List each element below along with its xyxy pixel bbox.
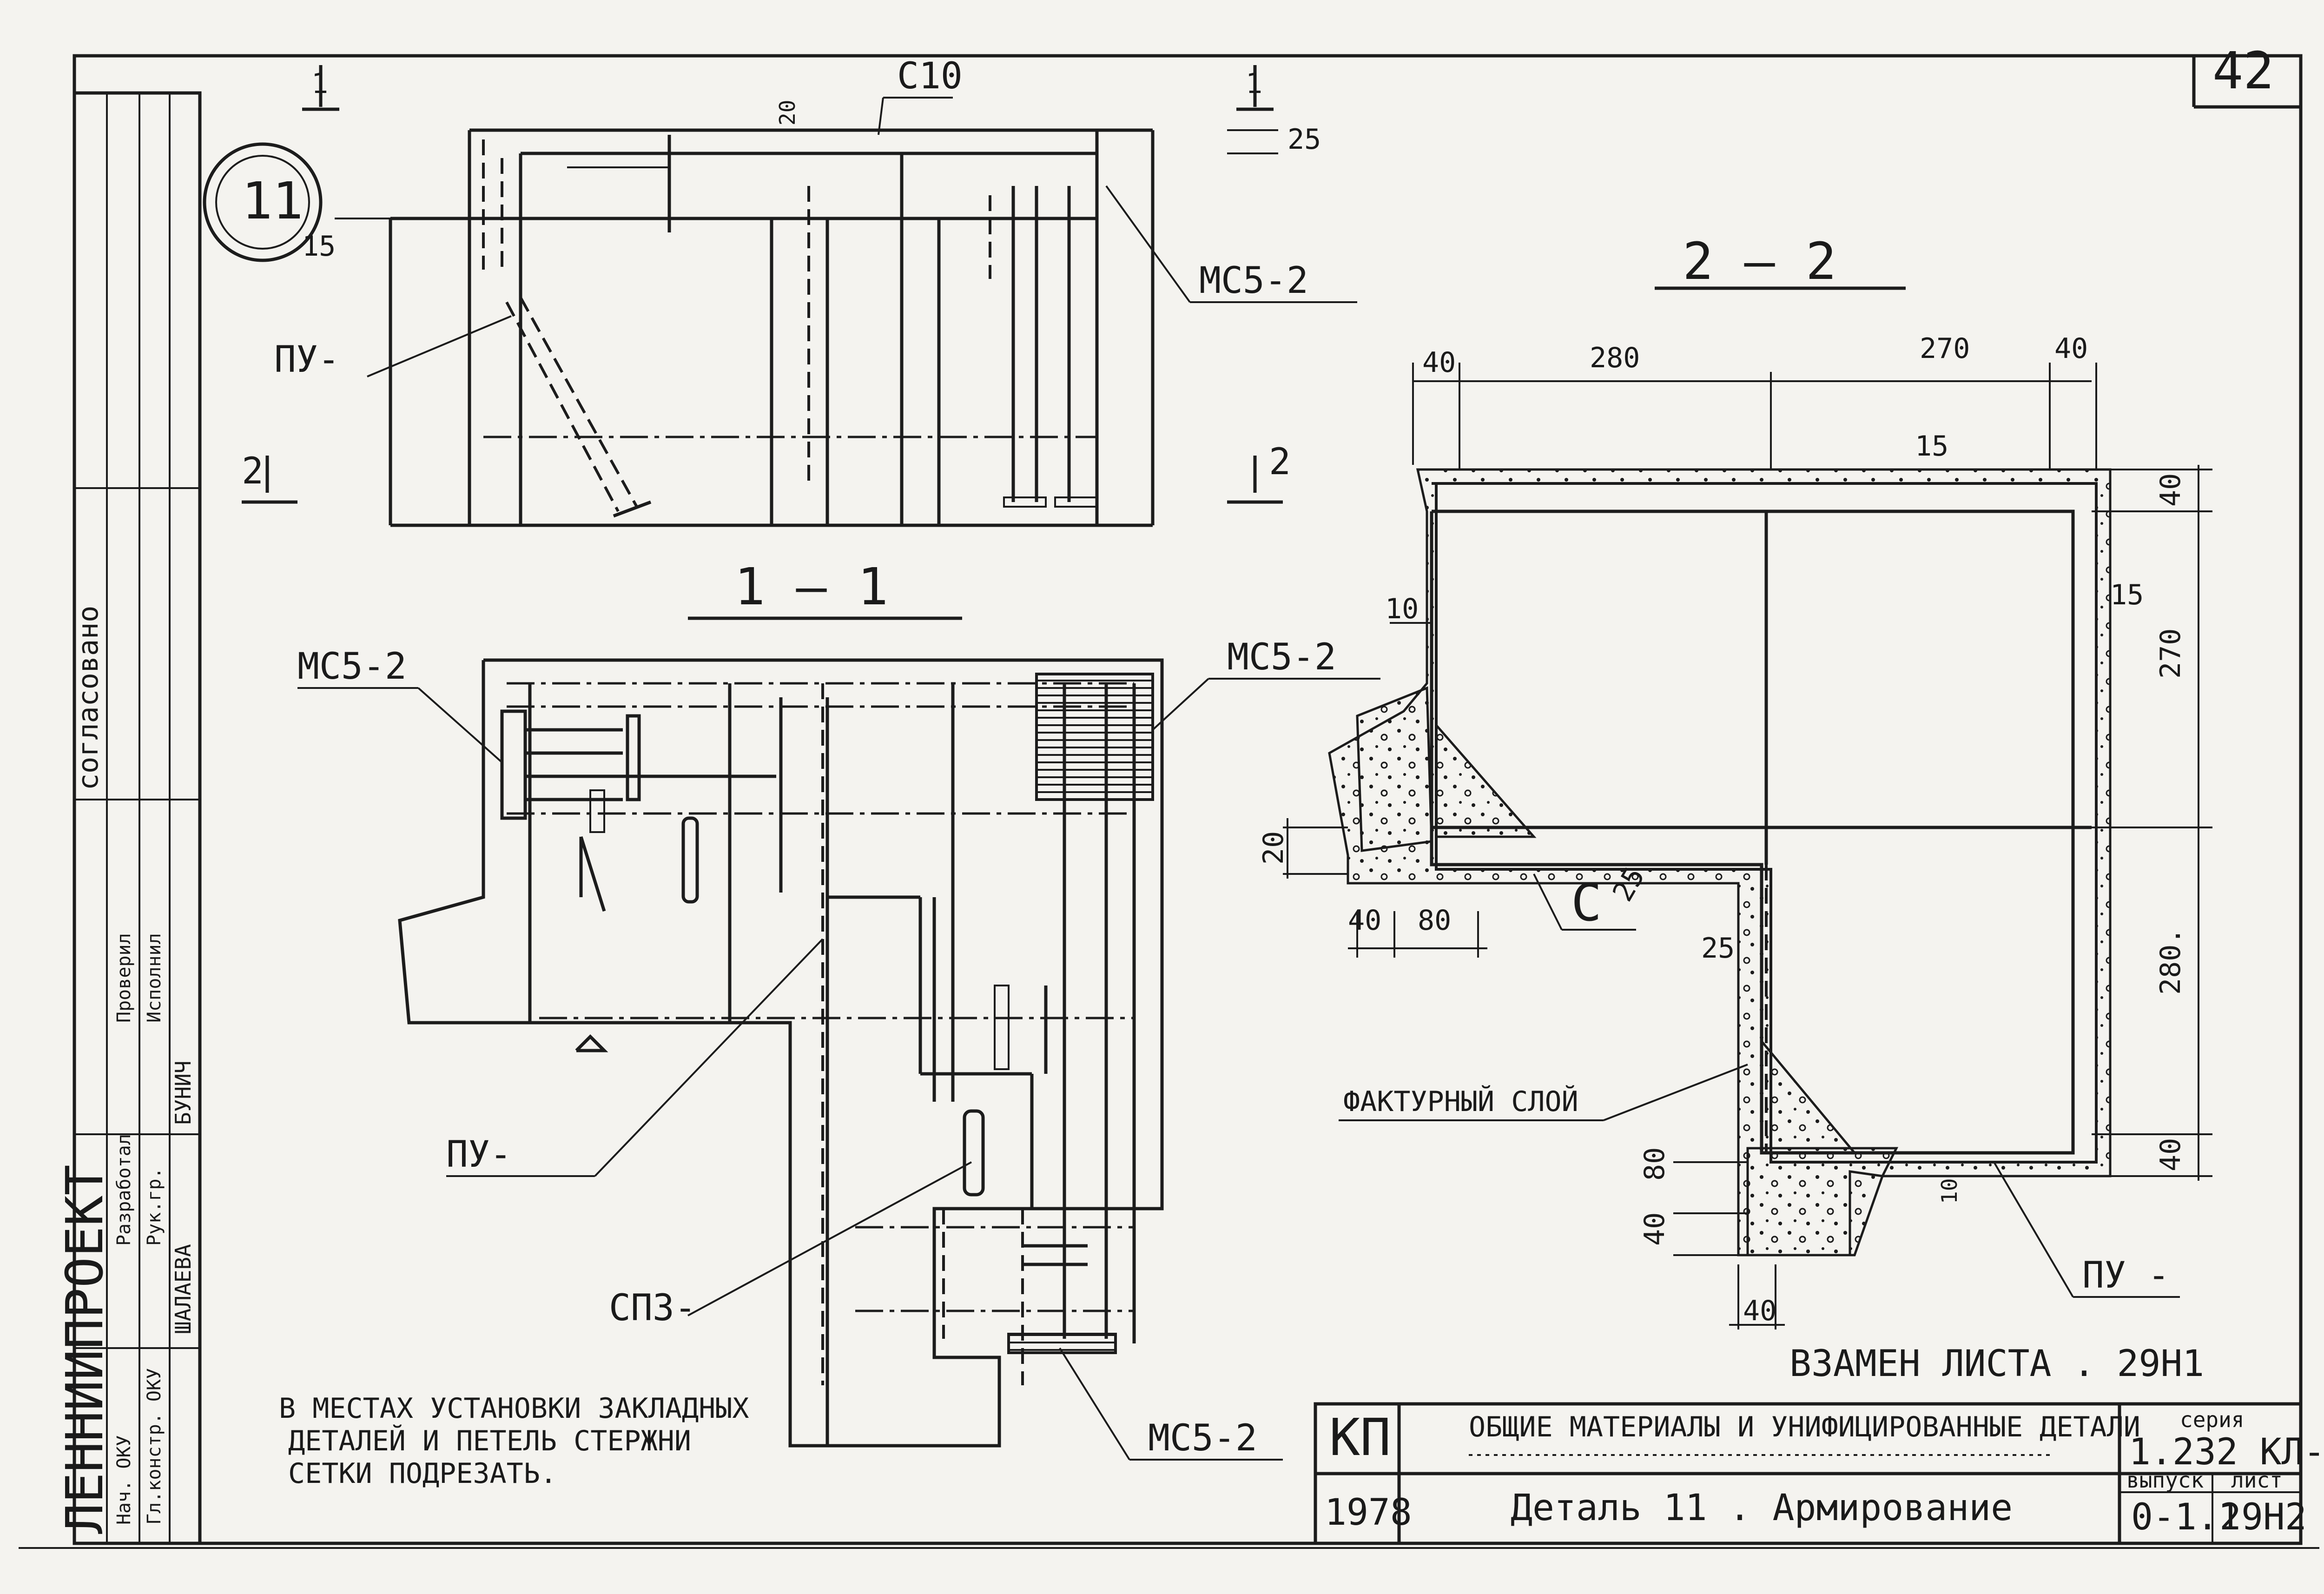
replaces-note: ВЗАМЕН ЛИСТА . 29Н1 <box>1789 1343 2204 1385</box>
elev-cut-mark-1: 1 <box>311 67 328 100</box>
tb-series-label: серия <box>2180 1407 2244 1432</box>
sec22-left-dim-10: 10 <box>1385 593 1419 625</box>
stamp-agreed: согласовано <box>72 606 105 790</box>
sec22-dim-25-b: 25 <box>1701 932 1735 965</box>
sec22-left-dim-40: 40 <box>1348 904 1381 937</box>
sec22-dim-15-top: 15 <box>1915 430 1948 463</box>
title-block: КП 1978 ОБЩИЕ МАТЕРИАЛЫ И УНИФИЦИРОВАННЫ… <box>1314 1402 2324 1545</box>
elev-dim-25: 25 <box>1287 123 1321 156</box>
sec22-top-dim-2: 270 <box>1920 332 1970 365</box>
sec22-top-dim-0: 40 <box>1422 346 1456 379</box>
sec22-top-dim-3: 40 <box>2054 332 2088 365</box>
section-1-1: 1 — 1 <box>297 557 1380 1461</box>
tb-year: 1978 <box>1325 1492 1412 1534</box>
sec22-right-dim-2: 280. <box>2154 928 2187 995</box>
elev-label-c10: С10 <box>897 55 963 97</box>
stamp-role-5: Исполнил <box>144 933 165 1023</box>
sec22-left-dim-80: 80 <box>1418 904 1451 937</box>
section-11-title: 1 — 1 <box>734 557 888 616</box>
tb-heading: ОБЩИЕ МАТЕРИАЛЫ И УНИФИЦИРОВАННЫЕ ДЕТАЛИ <box>1469 1411 2140 1443</box>
sec11-label-mc52-right: МС5-2 <box>1227 636 1336 678</box>
sec22-right-dim-0: 40 <box>2154 473 2187 507</box>
stamp-role-4: Проверил <box>113 933 135 1023</box>
elev-dim-15: 15 <box>302 230 336 263</box>
tb-kp: КП <box>1329 1408 1391 1467</box>
elev-label-mc52: МС5-2 <box>1199 260 1308 302</box>
note-line-2: СЕТКИ ПОДРЕЗАТЬ. <box>288 1457 557 1490</box>
sec22-dim-80-left: 80 <box>1638 1147 1671 1181</box>
page-number: 42 <box>2212 41 2274 100</box>
sec11-label-mc52-left: МС5-2 <box>297 646 407 688</box>
stamp-role-3: Рук.гр. <box>144 1167 165 1246</box>
tb-sheet-label: лист <box>2231 1468 2283 1493</box>
sec22-top-dim-1: 280 <box>1590 342 1640 374</box>
elev-dim-20: 20 <box>775 100 800 126</box>
elev-cut-mark-1b: 1 <box>1246 67 1262 100</box>
detail-mark-number: 11 <box>242 171 303 231</box>
section-22-title: 2 — 2 <box>1683 231 1836 291</box>
tb-sheet-value: 29Н2 <box>2219 1496 2307 1538</box>
sec22-label-facture: ФАКТУРНЫЙ СЛОЙ <box>1343 1085 1578 1118</box>
sec22-dim-40-bottom: 40 <box>1743 1295 1776 1327</box>
elev-cut-mark-2: 2 <box>242 450 264 492</box>
sec22-left-dim-20: 20 <box>1257 831 1290 865</box>
section-2-2: 2 — 2 40 280 270 40 40 270 280. 40 10 <box>1257 231 2212 1329</box>
stamp-role-0: Нач. ОКУ <box>113 1435 135 1525</box>
sec11-label-py: ПУ- <box>446 1134 512 1176</box>
sec22-dim-40-left: 40 <box>1638 1212 1671 1246</box>
elev-label-py: ПУ- <box>274 339 340 381</box>
tb-series-value: 1.232 КЛ-2 <box>2129 1431 2324 1473</box>
reinforcement-note: В МЕСТАХ УСТАНОВКИ ЗАКЛАДНЫХ ДЕТАЛЕЙ И П… <box>279 1392 749 1490</box>
stamp-org: ЛЕННИИПРОЕКТ <box>55 1164 114 1534</box>
sec11-label-mc52-bottom: МС5-2 <box>1148 1417 1257 1459</box>
elevation-view: 1 1 2 2 С10 <box>242 55 1357 527</box>
sec22-label-py: ПУ - <box>2082 1255 2170 1296</box>
stamp-role-2: Разработал <box>113 1134 135 1246</box>
side-stamp: ЛЕННИИПРОЕКТ согласовано Нач. ОКУ Гл.кон… <box>55 91 202 1545</box>
stamp-role-1: Гл.констр. ОКУ <box>144 1368 165 1525</box>
tb-issue-value: 0-1.1 <box>2131 1496 2240 1538</box>
sec22-dim-15-right: 15 <box>2110 579 2144 611</box>
note-line-1: ДЕТАЛЕЙ И ПЕТЕЛЬ СТЕРЖНИ <box>288 1424 691 1457</box>
sec22-right-dim-3: 40 <box>2154 1138 2187 1171</box>
stamp-name-0: ШАЛАЕВА <box>171 1244 196 1334</box>
note-line-0: В МЕСТАХ УСТАНОВКИ ЗАКЛАДНЫХ <box>279 1392 749 1425</box>
tb-issue-label: выпуск <box>2126 1468 2204 1493</box>
elev-cut-mark-2b: 2 <box>1269 441 1291 483</box>
tb-detail-title: Деталь 11 . Армирование <box>1511 1487 2013 1529</box>
sec22-label-c: С <box>1571 873 1602 933</box>
detail-mark: 11 <box>203 142 323 262</box>
sec11-label-sp3: СП3- <box>609 1287 696 1329</box>
sec22-right-dim-1: 270 <box>2154 628 2187 679</box>
sec22-dim-10-bottom: 10 <box>1937 1178 1962 1204</box>
stamp-name-1: БУНИЧ <box>171 1061 196 1125</box>
